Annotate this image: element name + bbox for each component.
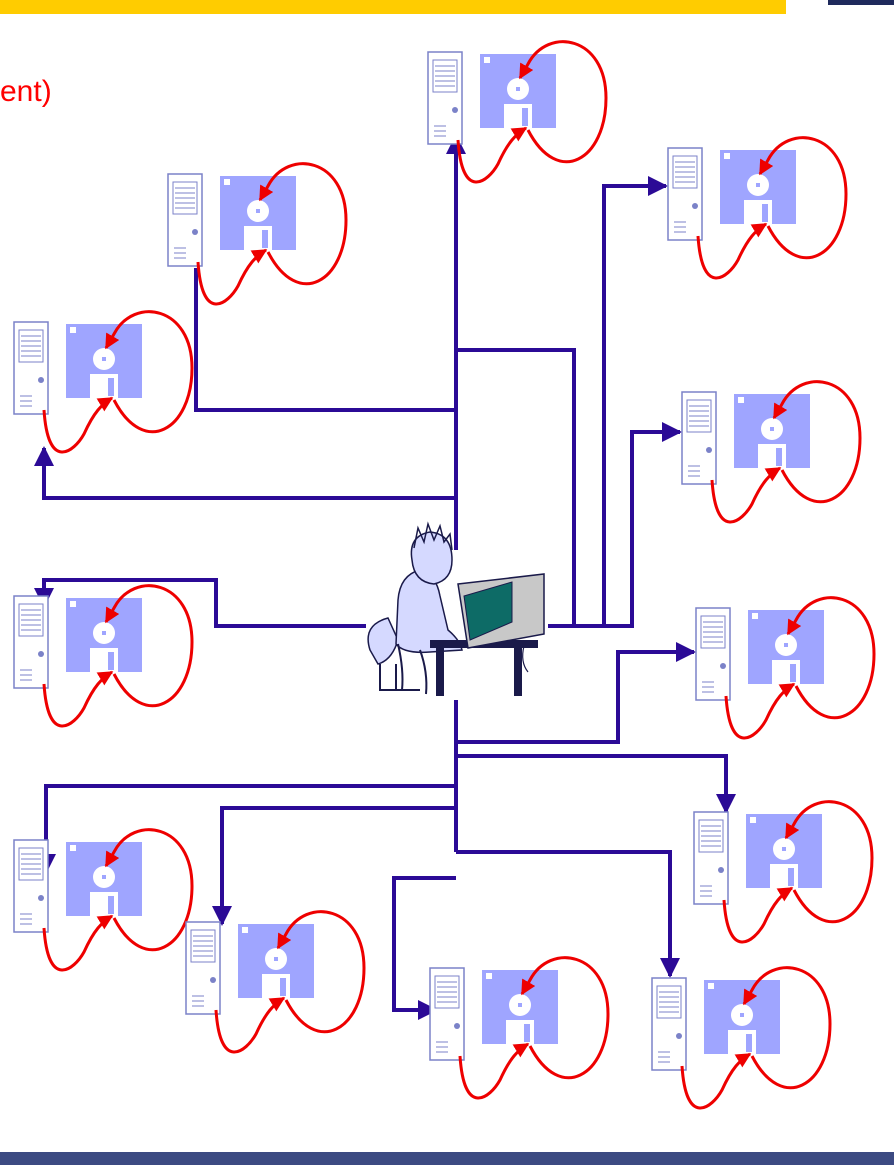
connector-line — [196, 268, 456, 550]
tower-computer-icon — [694, 812, 728, 904]
floppy-disk-icon — [66, 842, 142, 916]
tower-computer-icon — [430, 968, 464, 1060]
backup-station — [652, 968, 830, 1108]
tower-computer-icon — [652, 978, 686, 1070]
tower-computer-icon — [186, 922, 220, 1014]
floppy-disk-icon — [734, 394, 810, 468]
connector-line — [456, 652, 694, 742]
floppy-disk-icon — [704, 980, 780, 1054]
tower-computer-icon — [14, 322, 48, 414]
tower-computer-icon — [168, 174, 202, 266]
connector-line — [44, 448, 456, 498]
tower-computer-icon — [696, 608, 730, 700]
backup-station — [14, 830, 192, 970]
floppy-disk-icon — [220, 176, 296, 250]
floppy-disk-icon — [66, 324, 142, 398]
backup-station — [14, 586, 192, 726]
tower-computer-icon — [14, 596, 48, 688]
footer-bar — [0, 1152, 894, 1165]
floppy-disk-icon — [238, 924, 314, 998]
backup-station — [696, 598, 874, 738]
floppy-disk-icon — [720, 150, 796, 224]
connector-lines — [44, 136, 726, 1010]
floppy-disk-icon — [66, 598, 142, 672]
backup-station — [668, 138, 846, 278]
connector-line — [456, 756, 726, 812]
floppy-disk-icon — [480, 54, 556, 128]
connector-line — [222, 808, 456, 924]
floppy-disk-icon — [482, 970, 558, 1044]
backup-station — [682, 382, 860, 522]
backup-station — [14, 312, 192, 452]
tower-computer-icon — [682, 392, 716, 484]
floppy-disk-icon — [746, 814, 822, 888]
tower-computer-icon — [668, 148, 702, 240]
connector-line — [548, 432, 680, 626]
tower-computer-icon — [428, 52, 462, 144]
backup-station — [186, 912, 364, 1052]
backup-station — [694, 802, 872, 942]
floppy-disk-icon — [748, 610, 824, 684]
backup-station — [430, 958, 608, 1098]
tower-computer-icon — [14, 840, 48, 932]
connector-line — [548, 186, 666, 626]
